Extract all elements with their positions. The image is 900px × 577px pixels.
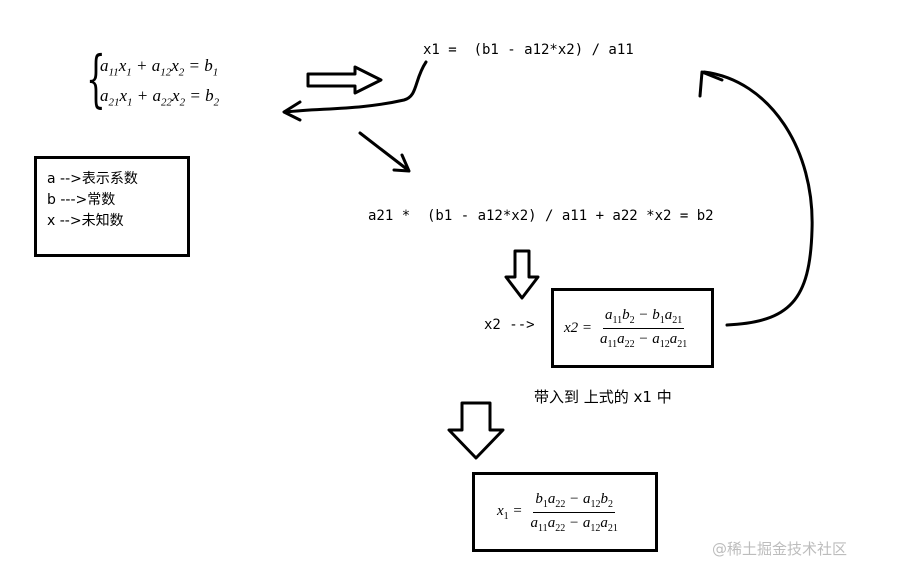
feedback-curve-arrowhead <box>698 70 724 98</box>
diagonal-arrow <box>358 131 410 172</box>
x1-formula-lhs: x1 = <box>497 502 523 522</box>
equation-2: a21x1 + a22x2 = b2 <box>100 86 220 109</box>
equation-1: a11x1 + a12x2 = b1 <box>100 56 219 79</box>
x1-expression: x1 = (b1 - a12*x2) / a11 <box>423 42 634 58</box>
watermark: @稀土掘金技术社区 <box>712 540 848 558</box>
x2-formula-lhs: x2 = <box>564 319 593 336</box>
legend-row-a: a -->表示系数 <box>47 171 138 187</box>
x1-formula-box: x1 = b1a22 − a12b2 a11a22 − a12a21 <box>472 472 658 552</box>
x2-formula-box: x2 = a11b2 − b1a21 a11a22 − a12a21 <box>551 288 714 368</box>
x2-denominator: a11a22 − a12a21 <box>600 330 688 350</box>
x1-denominator: a11a22 − a12a21 <box>530 514 618 534</box>
hollow-right-arrow <box>306 65 383 95</box>
legend-row-x: x -->未知数 <box>47 213 124 229</box>
legend-box: a -->表示系数 b --->常数 x -->未知数 <box>34 156 190 257</box>
x2-numerator: a11b2 − b1a21 <box>603 307 685 329</box>
x1-formula: x1 = b1a22 − a12b2 a11a22 − a12a21 <box>497 491 620 534</box>
x1-fraction: b1a22 − a12b2 a11a22 − a12a21 <box>529 491 620 534</box>
x2-label: x2 --> <box>484 317 535 333</box>
curve-back-arrowhead <box>282 100 302 122</box>
substitute-caption: 带入到 上式的 x1 中 <box>534 388 672 406</box>
x2-fraction: a11b2 − b1a21 a11a22 − a12a21 <box>598 307 689 350</box>
curve-back-arrow <box>284 60 428 114</box>
hollow-down-arrow-large <box>447 401 505 460</box>
equation-system: { a11x1 + a12x2 = b1 a21x1 + a22x2 = b2 <box>84 48 284 118</box>
x2-formula: x2 = a11b2 − b1a21 a11a22 − a12a21 <box>564 307 689 350</box>
legend-row-b: b --->常数 <box>47 192 116 208</box>
diagonal-arrowhead <box>392 153 411 173</box>
x1-numerator: b1a22 − a12b2 <box>533 491 615 513</box>
feedback-curve-arrow <box>702 70 814 327</box>
hollow-down-arrow-small <box>504 249 540 300</box>
left-brace-icon: { <box>86 42 106 115</box>
substituted-equation: a21 * (b1 - a12*x2) / a11 + a22 *x2 = b2 <box>368 208 714 224</box>
